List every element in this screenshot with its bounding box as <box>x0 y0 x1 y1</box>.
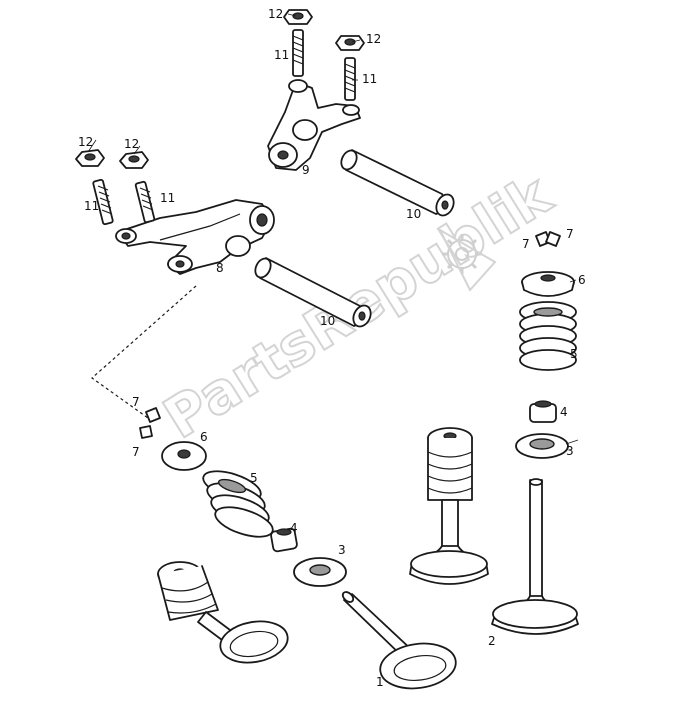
lock-nut-lower-right <box>119 151 149 169</box>
spring-retainer-right <box>521 271 575 297</box>
callout-7-left-a: 7 <box>132 395 140 409</box>
callout-11-lower-right: 11 <box>160 191 175 205</box>
valve-spring-left <box>202 470 274 538</box>
rocker-shaft-upper <box>340 149 455 217</box>
valve-spring-right <box>519 301 577 371</box>
callout-4-left: 4 <box>290 521 298 535</box>
callout-10-upper: 10 <box>406 207 421 221</box>
rocker-arm-lower <box>115 199 275 275</box>
intake-valve-lower <box>341 591 457 690</box>
valve-seal-left <box>270 527 298 553</box>
adjuster-screw-upper-right <box>344 57 356 101</box>
callout-6-left: 6 <box>200 430 208 444</box>
callout-8: 8 <box>216 261 224 275</box>
valve-assembled-middle <box>409 427 489 585</box>
callout-1: 1 <box>376 675 384 689</box>
adjuster-screw-upper-left <box>292 29 304 77</box>
rocker-arm-upper <box>267 79 361 171</box>
spring-seat-right <box>515 433 569 459</box>
lock-nut-upper-left <box>283 9 313 25</box>
callout-11-lower-left: 11 <box>84 199 99 213</box>
callout-12-lower-left: 12 <box>78 135 93 149</box>
callout-5-right: 5 <box>570 347 578 361</box>
lock-nut-upper-right <box>335 35 365 51</box>
callout-7-right-a: 7 <box>522 237 530 251</box>
callout-7-right-b: 7 <box>566 227 574 241</box>
watermark-gear-icon <box>442 234 482 274</box>
spring-retainer-left <box>161 441 207 471</box>
leader-dashed-line <box>91 285 197 419</box>
callout-11-upper-right: 11 <box>362 72 377 86</box>
callout-leaders <box>87 13 579 445</box>
lock-nut-lower-left <box>75 149 105 167</box>
callout-12-upper-right: 12 <box>366 32 381 46</box>
valve-assembled-left <box>157 561 289 664</box>
callout-5-left: 5 <box>250 471 258 485</box>
adjuster-screw-lower-right <box>134 180 156 224</box>
rocker-shaft-lower <box>254 257 372 328</box>
collet-right <box>535 231 561 247</box>
callout-2: 2 <box>488 634 496 648</box>
callout-6-right: 6 <box>578 273 586 287</box>
callout-12-lower-right: 12 <box>124 137 139 151</box>
callout-3-right: 3 <box>566 444 574 458</box>
adjuster-screw-lower-left <box>92 178 114 226</box>
callout-9: 9 <box>302 163 310 177</box>
callout-12-upper-left: 12 <box>268 7 283 21</box>
callout-10-lower: 10 <box>320 314 335 328</box>
callout-11-upper-left: 11 <box>274 48 289 62</box>
callout-4-right: 4 <box>560 405 568 419</box>
valve-seal-right <box>529 400 557 423</box>
watermark-shape <box>437 227 497 292</box>
callout-3-left: 3 <box>338 543 346 557</box>
collet-left <box>139 407 161 439</box>
callout-labels: 12 12 11 11 12 12 11 11 9 10 8 10 7 7 6 … <box>78 7 586 689</box>
spring-seat-left <box>293 557 347 587</box>
callout-7-left-b: 7 <box>132 445 140 459</box>
exhaust-valve-right <box>491 478 579 635</box>
